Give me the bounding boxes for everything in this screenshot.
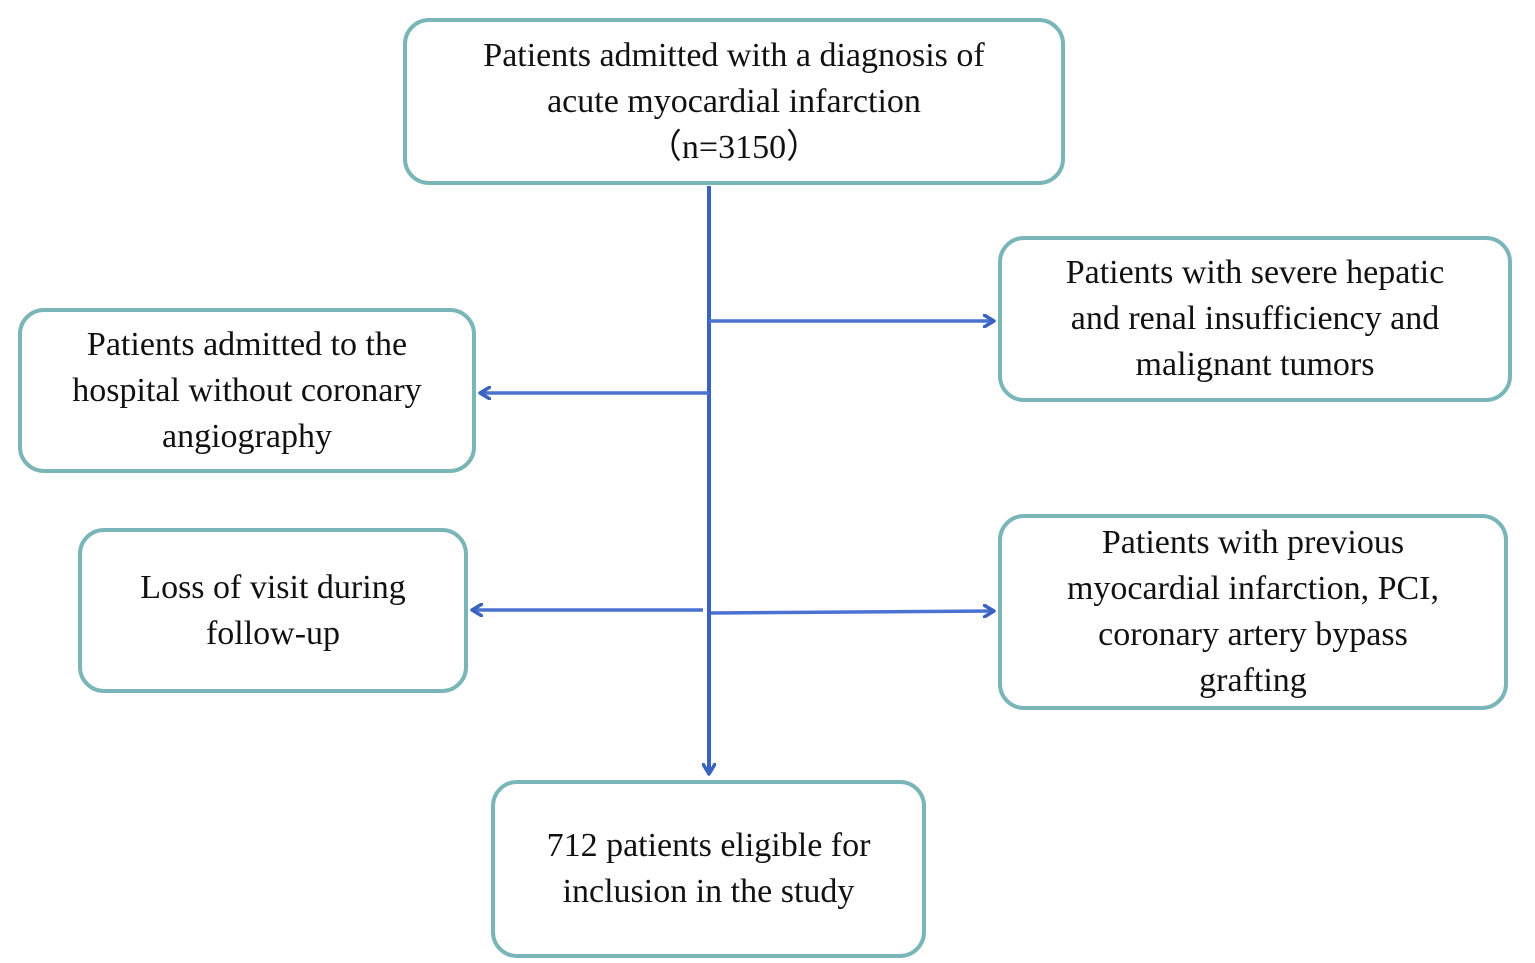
box-text-line: grafting — [1199, 662, 1307, 699]
box-exclusion-hepatic-renal-tumors: Patients with severe hepatic and renal i… — [998, 236, 1512, 402]
box-exclusion-loss-follow-up: Loss of visit during follow-up — [78, 528, 468, 693]
box-text-line: myocardial infarction, PCI, — [1066, 570, 1439, 607]
box-text-line: hospital without coronary — [72, 371, 422, 409]
box-text-line: and renal insufficiency and — [1070, 300, 1440, 337]
box-text-line: Patients with previous — [1101, 524, 1405, 561]
box-text-line: Patients admitted to the — [86, 325, 408, 363]
box-text-line: angiography — [162, 417, 332, 455]
box-text-line: 712 patients eligible for — [546, 827, 871, 864]
box-admitted-ami: Patients admitted with a diagnosis of ac… — [403, 18, 1065, 185]
box-text-line: coronary artery bypass — [1098, 616, 1408, 653]
box-text-line: inclusion in the study — [562, 873, 855, 910]
box-text-line: malignant tumors — [1135, 346, 1375, 383]
box-text-line: Loss of visit during — [140, 568, 406, 606]
exclusion-arrow-right-2 — [710, 611, 994, 613]
box-eligible-patients: 712 patients eligible for inclusion in t… — [491, 780, 926, 958]
box-text-line: （n=3150） — [647, 128, 821, 166]
box-exclusion-previous-mi-pci-cabg: Patients with previous myocardial infarc… — [998, 514, 1508, 710]
box-text-line: acute myocardial infarction — [547, 82, 921, 120]
box-exclusion-no-angiography: Patients admitted to the hospital withou… — [18, 308, 476, 473]
box-text-line: Patients with severe hepatic — [1065, 254, 1445, 291]
box-text-line: follow-up — [205, 614, 341, 652]
box-text-line: Patients admitted with a diagnosis of — [483, 36, 985, 74]
